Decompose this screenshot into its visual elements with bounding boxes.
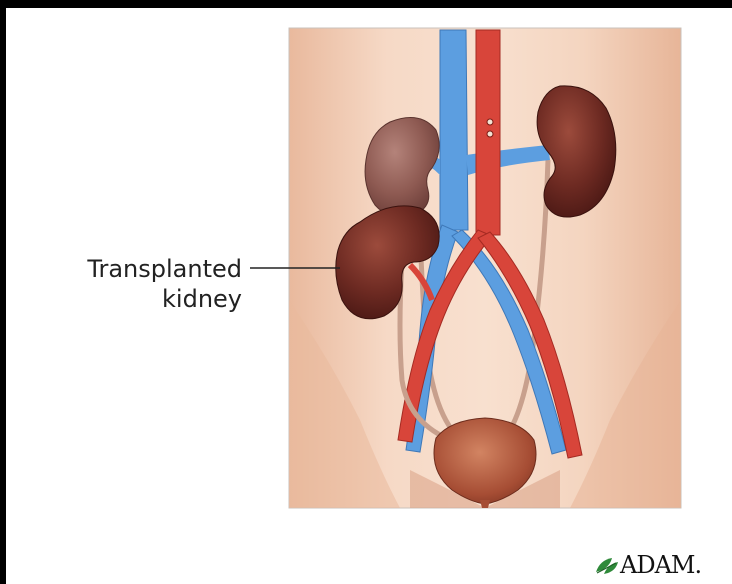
- transplanted-kidney-label-line-1: Transplanted: [87, 254, 242, 284]
- adam-logo: ADAM.: [594, 552, 701, 578]
- vena-cava: [440, 30, 468, 230]
- transplanted-kidney-label-line-2: kidney: [162, 284, 242, 314]
- logo-wordmark: ADAM.: [620, 552, 701, 578]
- leaf-icon: [594, 554, 620, 576]
- artery-branch-marker: [487, 119, 493, 125]
- artery-branch-marker: [487, 131, 493, 137]
